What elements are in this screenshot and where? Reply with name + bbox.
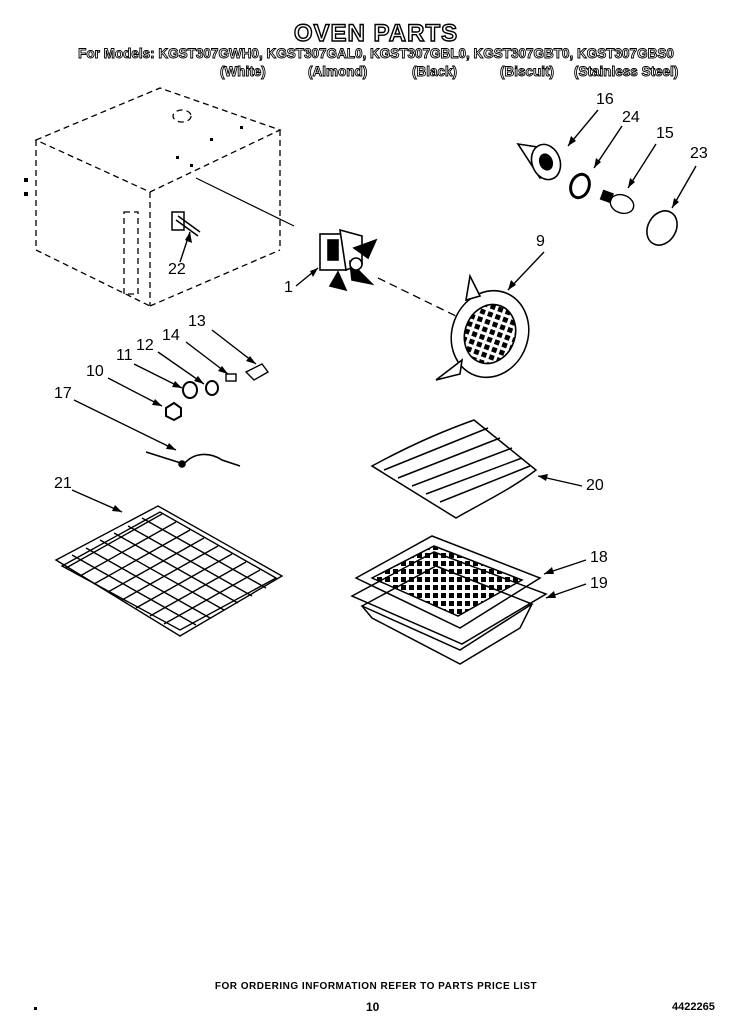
part-19-broiler-pan <box>350 551 548 665</box>
color-white: (White) <box>220 64 267 80</box>
part-17-sensor <box>145 451 241 468</box>
color-almond: (Almond) <box>308 64 368 80</box>
callout-19: 19 <box>590 575 608 592</box>
part-24-gasket <box>569 172 591 200</box>
callout-15: 15 <box>656 125 674 142</box>
color-stainless-steel: (Stainless Steel) <box>574 64 679 80</box>
part-18-broiler-grid <box>354 535 542 629</box>
part-20-broiler-insert <box>370 419 538 519</box>
page-number: 10 <box>366 1000 380 1014</box>
part-12-washer <box>205 380 219 396</box>
callout-17: 17 <box>54 385 72 402</box>
document-number: 4422265 <box>672 1001 715 1013</box>
callout-23: 23 <box>690 145 708 162</box>
ordering-note: FOR ORDERING INFORMATION REFER TO PARTS … <box>214 981 538 992</box>
part-21-oven-rack <box>54 505 284 637</box>
callout-18: 18 <box>590 549 608 566</box>
oven-cavity <box>34 87 282 307</box>
callout-21: 21 <box>54 475 72 492</box>
cavity-marks <box>24 126 243 196</box>
callout-24: 24 <box>622 109 640 126</box>
diagram-title: OVEN PARTS <box>293 19 459 47</box>
callout-20: 20 <box>586 477 604 494</box>
models-line: For Models: KGST307GWH0, KGST307GAL0, KG… <box>78 46 675 62</box>
part-1-motor <box>319 228 378 292</box>
part-13-clip <box>244 363 270 381</box>
color-biscuit: (Biscuit) <box>500 64 555 80</box>
color-black: (Black) <box>412 64 458 80</box>
part-9-fan-cover <box>435 273 530 381</box>
callout-11: 11 <box>116 347 133 364</box>
callout-12: 12 <box>136 337 154 354</box>
callout-1: 1 <box>284 279 293 296</box>
callout-16: 16 <box>596 91 614 108</box>
part-15-bulb <box>599 189 635 215</box>
part-11-nut <box>182 381 198 399</box>
part-10-hex-nut <box>165 401 182 422</box>
part-22-bracket <box>171 211 201 237</box>
corner-mark <box>34 1007 37 1010</box>
callout-14: 14 <box>162 327 180 344</box>
callout-9: 9 <box>536 233 545 250</box>
part-14-spacer <box>225 373 237 382</box>
part-16-light-socket <box>516 142 562 181</box>
callout-10: 10 <box>86 363 104 380</box>
callout-13: 13 <box>188 313 206 330</box>
callout-22: 22 <box>168 261 186 278</box>
part-23-lens <box>646 210 678 246</box>
